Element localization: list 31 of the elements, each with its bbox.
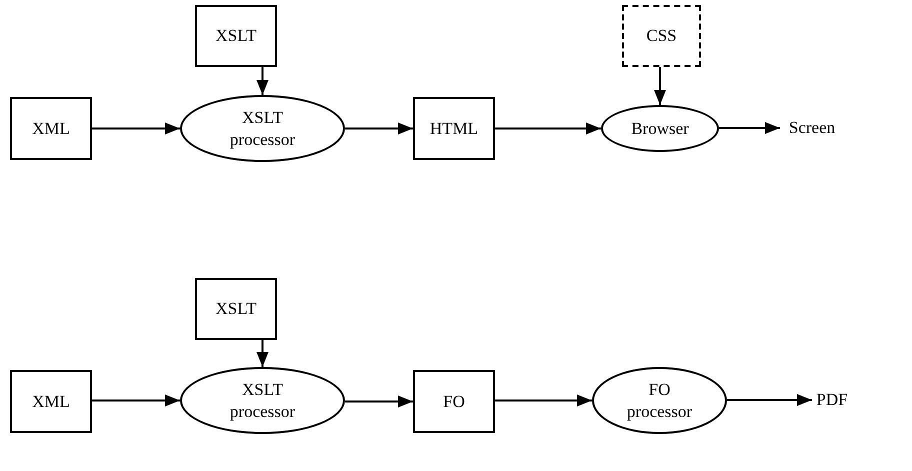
arrow <box>727 394 812 406</box>
arrow <box>719 122 780 134</box>
process-box <box>10 97 92 160</box>
node-label: XSLT <box>216 298 256 320</box>
arrow <box>654 67 666 105</box>
node-label: XML <box>32 118 70 140</box>
node-label: FO processor <box>626 379 694 422</box>
output-label: PDF <box>812 388 852 412</box>
process-box <box>195 278 277 340</box>
arrow <box>92 122 180 134</box>
arrow <box>345 396 413 408</box>
arrow <box>495 394 592 406</box>
node-label: FO <box>443 390 465 412</box>
process-box <box>413 97 495 160</box>
process-box <box>622 5 701 67</box>
node-label: XSLT processor <box>228 379 296 422</box>
node-label: CSS <box>646 25 677 47</box>
arrow <box>256 340 268 367</box>
arrow <box>256 67 268 95</box>
node-label: Browser <box>631 118 689 140</box>
output-label: Screen <box>780 116 844 140</box>
process-box <box>10 370 92 433</box>
node-label: XML <box>32 390 70 412</box>
process-box <box>413 370 495 433</box>
node-label: XSLT processor <box>228 107 296 150</box>
arrow <box>92 394 180 406</box>
node-label: XSLT <box>216 25 256 47</box>
node-label: HTML <box>430 118 478 140</box>
arrow <box>345 122 413 134</box>
arrow <box>495 122 601 134</box>
process-box <box>195 5 277 67</box>
